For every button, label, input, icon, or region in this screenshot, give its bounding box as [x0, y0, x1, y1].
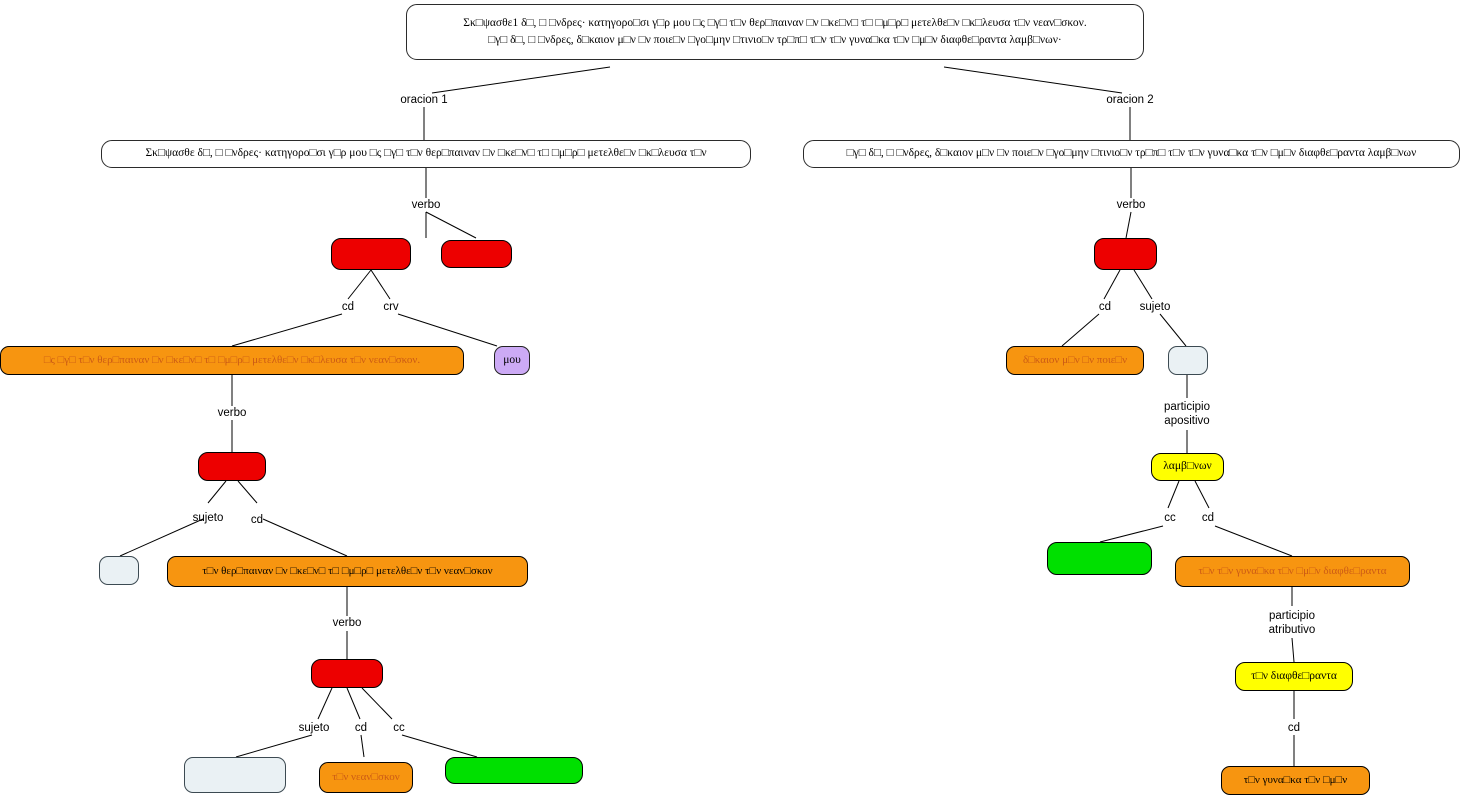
edge-label-left-sujeto-2: sujeto: [298, 722, 330, 734]
left-cd-orange-node-1: □ς □γ□ τ□ν θερ□παιναν □ν □κε□ν□ τ□ □μ□ρ□…: [0, 346, 464, 375]
edge-label-right-cd-2: cd: [1201, 512, 1215, 524]
participio-atributivo-line-2: atributivo: [1268, 624, 1316, 637]
root-sentence-line-2: □γ□ δ□, □ □νδρες, δ□καιον μ□ν □ν ποιε□ν …: [488, 34, 1062, 46]
edge-label-left-crv: crv: [383, 301, 399, 313]
edge-label-left-cd-2: cd: [250, 514, 264, 526]
right-verb-node-a: [1094, 238, 1157, 270]
right-cc-green-node: [1047, 542, 1152, 575]
right-yellow-participio-node: λαμβ□νων: [1151, 453, 1224, 481]
left-verb-node-a: [331, 238, 411, 270]
edge-label-left-verbo-1: verbo: [411, 199, 441, 211]
right-yellow-atributivo-node: τ□ν διαφθε□ραντα: [1235, 662, 1353, 691]
edge-label-oracion-1: oracion 1: [400, 94, 448, 106]
right-cd-orange-node-3: τ□ν γυνα□κα τ□ν □μ□ν: [1221, 766, 1370, 795]
left-crv-purple-node: μου: [494, 346, 530, 375]
participio-apositivo-line-1: participio: [1163, 401, 1211, 413]
edge-label-left-cd-3: cd: [354, 722, 368, 734]
left-cd-orange-node-2: τ□ν θερ□παιναν □ν □κε□ν□ τ□ □μ□ρ□ μετελθ…: [167, 556, 528, 587]
left-sujeto-empty-node-1: [99, 556, 139, 585]
left-cc-green-node: [445, 757, 583, 784]
edge-label-right-cd-3: cd: [1287, 722, 1301, 734]
participio-atributivo-line-1: participio: [1268, 610, 1316, 622]
left-cd-orange-node-3: τ□ν νεαν□σκον: [319, 762, 413, 793]
left-clause-node: Σκ□ψασθε δ□, □ □νδρες· κατηγορο□σι γ□ρ μ…: [101, 140, 751, 168]
edge-label-right-verbo-1: verbo: [1116, 199, 1146, 211]
left-sujeto-empty-node-2: [184, 757, 286, 793]
participio-apositivo-line-2: apositivo: [1164, 415, 1210, 428]
edge-label-left-cc: cc: [393, 722, 405, 734]
edge-label-right-cc: cc: [1164, 512, 1176, 524]
edge-label-right-cd-1: cd: [1098, 301, 1112, 313]
edge-label-left-cd-1: cd: [341, 301, 355, 313]
right-cd-orange-node-1: δ□καιον μ□ν □ν ποιε□ν: [1006, 346, 1144, 375]
right-sujeto-empty-node: [1168, 346, 1208, 375]
edge-label-left-sujeto-1: sujeto: [192, 512, 224, 524]
edge-label-oracion-2: oracion 2: [1106, 94, 1154, 106]
left-verb-node-d: [311, 659, 383, 688]
right-cd-orange-node-2: τ□ν τ□ν γυνα□κα τ□ν □μ□ν διαφθε□ραντα: [1175, 556, 1410, 587]
edge-label-right-participio-apositivo: participio apositivo: [1164, 400, 1210, 429]
left-verb-node-c: [198, 452, 266, 481]
root-sentence-line-1: Σκ□ψασθε1 δ□, □ □νδρες· κατηγορο□σι γ□ρ …: [463, 17, 1087, 30]
right-clause-node: □γ□ δ□, □ □νδρες, δ□καιον μ□ν □ν ποιε□ν …: [803, 140, 1460, 168]
edge-label-right-participio-atributivo: participio atributivo: [1269, 609, 1316, 638]
edge-label-left-verbo-2: verbo: [217, 407, 247, 419]
root-sentence-node: Σκ□ψασθε1 δ□, □ □νδρες· κατηγορο□σι γ□ρ …: [406, 4, 1144, 60]
edge-label-right-sujeto: sujeto: [1139, 301, 1171, 313]
edge-label-left-verbo-3: verbo: [332, 617, 362, 629]
left-verb-node-b: [441, 240, 512, 268]
